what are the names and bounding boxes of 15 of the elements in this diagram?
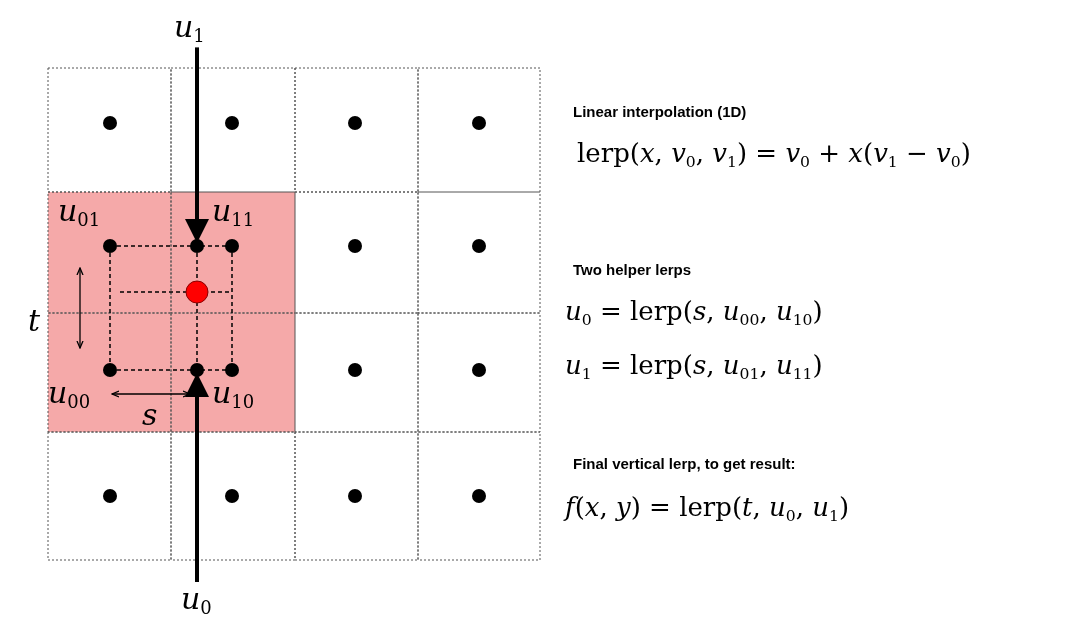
formula: u$_{0}$ = lerp(s, u$_{00}$, u$_{10}$) <box>565 298 823 329</box>
formula: lerp(x, v$_{0}$, v$_{1}$) = v$_{0}$ + x(v$_{1}$ − v$_{0}$) <box>577 140 971 171</box>
variable-label: u$_{0}$ <box>181 584 212 618</box>
formula: u$_{1}$ = lerp(s, u$_{01}$, u$_{11}$) <box>565 352 823 383</box>
variable-label: u$_{1}$ <box>174 12 205 46</box>
variable-label: u$_{11}$ <box>212 196 255 230</box>
variable-label: u$_{01}$ <box>58 196 101 230</box>
section-heading: Two helper lerps <box>573 262 692 277</box>
variable-label: u$_{00}$ <box>48 378 91 412</box>
variable-label: s <box>142 400 158 430</box>
section-heading: Final vertical lerp, to get result: <box>573 456 796 471</box>
variable-label: u$_{10}$ <box>212 378 255 412</box>
variable-label: t <box>28 306 41 336</box>
formula: f(x, y) = lerp(t, u$_{0}$, u$_{1}$) <box>565 494 850 525</box>
section-heading: Linear interpolation (1D) <box>573 104 747 119</box>
